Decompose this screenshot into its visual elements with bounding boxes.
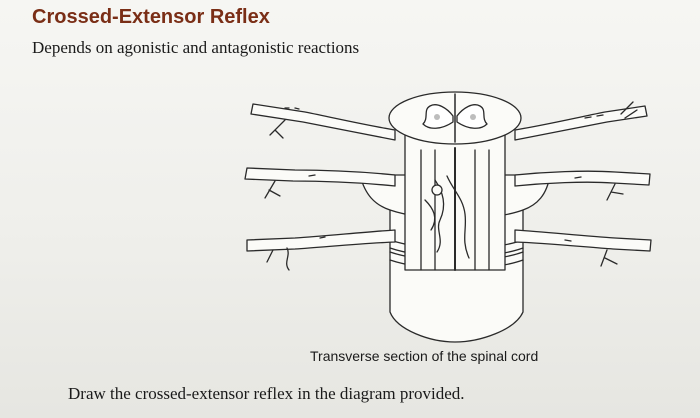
slide-subtitle: Depends on agonistic and antagonistic re… xyxy=(32,38,360,57)
nerve-right-lower xyxy=(514,229,652,252)
nerve-right-middle-branch xyxy=(606,183,624,201)
nerve-left-middle-branch xyxy=(264,180,281,199)
nerve-left-lower-branch xyxy=(266,247,290,271)
nerve-right-lower-branch xyxy=(600,249,618,267)
ganglion-marks-right xyxy=(564,114,604,242)
cord-interneuron-c xyxy=(424,199,436,231)
nerve-left-lower xyxy=(246,229,396,252)
nerve-right-middle xyxy=(514,170,651,187)
gray-matter-dots-right xyxy=(470,114,476,120)
nerve-left-upper xyxy=(250,103,396,141)
slide-title: Crossed-Extensor Reflex xyxy=(32,6,270,28)
instruction-text: Draw the crossed-extensor reflex in the … xyxy=(68,384,465,403)
nerve-left-upper-branch xyxy=(269,119,286,139)
cord-neuron-cell xyxy=(431,184,443,196)
ganglion-marks-left xyxy=(284,107,326,239)
spinal-cord-diagram xyxy=(225,80,665,345)
cord-interneuron-b xyxy=(446,175,470,259)
nerve-right-upper-branch xyxy=(620,101,638,119)
nerve-left-middle xyxy=(244,167,396,187)
spinal-cord-illustration xyxy=(244,91,652,343)
gray-matter-dots-left xyxy=(434,114,440,120)
nerve-right-upper xyxy=(514,105,648,141)
figure-caption: Transverse section of the spinal cord xyxy=(310,348,539,364)
